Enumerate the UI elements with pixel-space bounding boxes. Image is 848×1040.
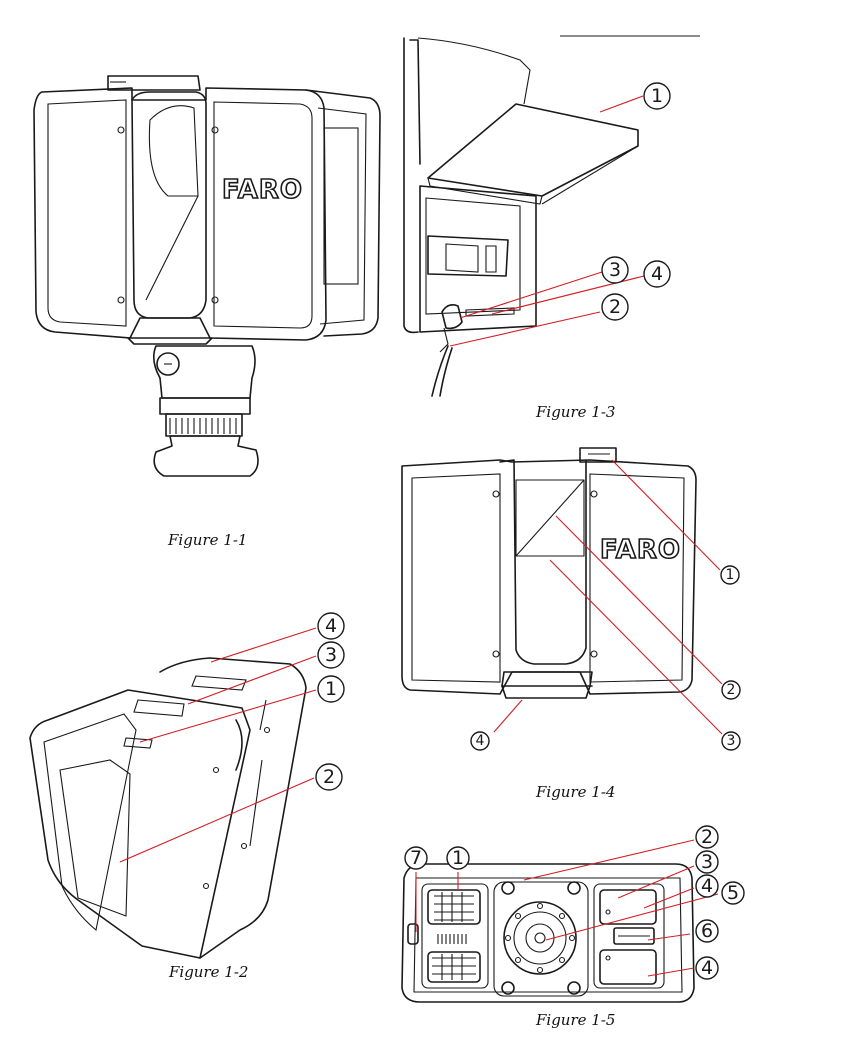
svg-text:1: 1: [651, 85, 663, 107]
callout-fig2-2: 2: [315, 763, 343, 791]
svg-text:2: 2: [609, 296, 621, 318]
callout-fig4-2: 2: [721, 680, 741, 700]
callout-fig4-1: 1: [720, 565, 740, 585]
faro-logo-fig1: FARO: [222, 175, 303, 205]
callout-fig2-1: 1: [317, 675, 345, 703]
faro-logo-fig4: FARO: [600, 535, 681, 565]
callout-fig5-4-lower: 4: [695, 956, 719, 980]
svg-text:1: 1: [452, 847, 464, 869]
callout-fig5-5: 5: [721, 881, 745, 905]
svg-text:2: 2: [727, 682, 736, 698]
svg-text:3: 3: [701, 851, 713, 873]
callout-fig5-4-upper: 4: [695, 874, 719, 898]
callout-fig4-4: 4: [470, 731, 490, 751]
svg-text:4: 4: [325, 615, 337, 637]
figure-1-4-drawing: FARO: [401, 447, 723, 735]
callout-fig2-4: 4: [317, 612, 345, 640]
callout-fig3-4: 4: [643, 260, 671, 288]
caption-figure-1-2: Figure 1-2: [169, 963, 249, 981]
callout-fig3-1: 1: [643, 82, 671, 110]
callout-fig5-3: 3: [695, 850, 719, 874]
callout-fig5-1: 1: [446, 846, 470, 870]
figure-1-1-drawing: FARO: [33, 75, 381, 477]
figure-1-3-drawing: [403, 35, 700, 397]
callout-fig3-3: 3: [601, 256, 629, 284]
svg-text:3: 3: [727, 733, 736, 749]
svg-text:4: 4: [651, 263, 663, 285]
svg-text:3: 3: [609, 259, 621, 281]
svg-text:5: 5: [727, 882, 739, 904]
svg-text:4: 4: [701, 875, 713, 897]
svg-text:7: 7: [410, 847, 422, 869]
svg-text:2: 2: [701, 826, 713, 848]
caption-figure-1-4: Figure 1-4: [536, 783, 616, 801]
figure-1-2-drawing: [29, 627, 317, 959]
callout-fig2-3: 3: [317, 641, 345, 669]
callout-fig5-6: 6: [695, 919, 719, 943]
figure-1-5-drawing: [401, 839, 719, 1003]
svg-text:4: 4: [701, 957, 713, 979]
caption-figure-1-1: Figure 1-1: [168, 531, 248, 549]
callout-fig4-3: 3: [721, 731, 741, 751]
svg-text:1: 1: [325, 678, 337, 700]
caption-figure-1-5: Figure 1-5: [536, 1011, 616, 1029]
svg-text:2: 2: [323, 766, 335, 788]
caption-figure-1-3: Figure 1-3: [536, 403, 616, 421]
callout-fig5-2: 2: [695, 825, 719, 849]
svg-text:1: 1: [726, 567, 735, 583]
svg-text:3: 3: [325, 644, 337, 666]
svg-text:4: 4: [476, 733, 485, 749]
callout-fig3-2: 2: [601, 293, 629, 321]
callout-fig5-7: 7: [404, 846, 428, 870]
svg-text:6: 6: [701, 920, 713, 942]
